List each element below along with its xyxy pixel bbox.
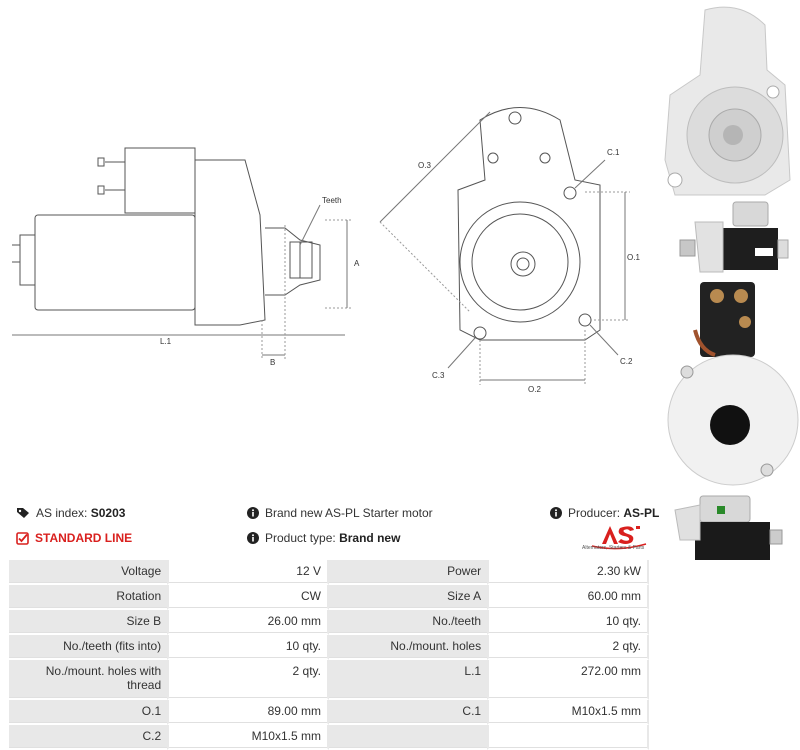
photo-angled-view bbox=[674, 495, 783, 560]
info-icon bbox=[550, 507, 562, 519]
drive-housing-outline bbox=[194, 159, 266, 326]
spec-value: M10x1.5 mm bbox=[167, 725, 329, 750]
spec-label: Voltage bbox=[9, 560, 168, 585]
spec-value: 10 qty. bbox=[487, 610, 649, 635]
spec-value: 12 V bbox=[167, 560, 329, 585]
spec-label: L.1 bbox=[328, 660, 488, 700]
dim-label-c3: C.3 bbox=[432, 371, 445, 380]
front-flange-outline bbox=[457, 107, 601, 341]
spec-value: 10 qty. bbox=[167, 635, 329, 660]
tags-icon bbox=[16, 507, 30, 519]
product-type-value: Brand new bbox=[339, 531, 401, 545]
spec-label: C.2 bbox=[9, 725, 168, 750]
logo-tagline: Alternators, Starters & Parts bbox=[582, 545, 645, 551]
info-icon bbox=[247, 507, 259, 519]
spec-label: No./teeth bbox=[328, 610, 488, 635]
producer-value: AS-PL bbox=[623, 506, 660, 520]
dim-label-o1: O.1 bbox=[627, 253, 640, 262]
checkbox-checked-icon bbox=[16, 531, 29, 545]
spec-label: O.1 bbox=[9, 700, 168, 725]
spec-value: 272.00 mm bbox=[487, 660, 649, 700]
dim-label-l1: L.1 bbox=[160, 337, 172, 346]
spec-label: No./mount. holes bbox=[328, 635, 488, 660]
dim-label-teeth: Teeth bbox=[322, 196, 342, 205]
table-row: No./teeth (fits into)10 qty.No./mount. h… bbox=[9, 635, 649, 660]
spec-value: M10x1.5 mm bbox=[487, 700, 649, 725]
product-type: Product type: Brand new bbox=[247, 531, 400, 545]
spec-label: Power bbox=[328, 560, 488, 585]
dim-label-c2: C.2 bbox=[620, 357, 633, 366]
info-icon bbox=[247, 532, 259, 544]
spec-label bbox=[328, 725, 488, 750]
spec-value bbox=[487, 725, 649, 750]
dim-label-c1: C.1 bbox=[607, 148, 620, 157]
as-index-label: AS index: bbox=[36, 506, 88, 520]
photo-rear-view bbox=[667, 282, 799, 486]
spec-value: 60.00 mm bbox=[487, 585, 649, 610]
spec-value: 2.30 kW bbox=[487, 560, 649, 585]
standard-line: STANDARD LINE bbox=[16, 531, 132, 545]
dim-label-a: A bbox=[354, 259, 360, 268]
producer-label: Producer: bbox=[568, 506, 621, 520]
spec-value: 2 qty. bbox=[487, 635, 649, 660]
spec-value: 89.00 mm bbox=[167, 700, 329, 725]
as-index-value: S0203 bbox=[90, 506, 126, 520]
spec-label: Size B bbox=[9, 610, 168, 635]
photo-front-view bbox=[664, 6, 791, 196]
dim-label-o2: O.2 bbox=[528, 385, 541, 394]
spec-label: C.1 bbox=[328, 700, 488, 725]
description: Brand new AS-PL Starter motor bbox=[247, 506, 433, 520]
motor-body-outline bbox=[34, 214, 196, 311]
photo-side-view bbox=[679, 201, 789, 273]
spec-value: CW bbox=[167, 585, 329, 610]
as-pl-logo bbox=[591, 526, 647, 550]
technical-drawing: Teeth A B L.1 O.3 C.1 O.1 C.2 C.3 O.2 bbox=[12, 107, 640, 394]
spec-label: Rotation bbox=[9, 585, 168, 610]
as-index: AS index: S0203 bbox=[16, 506, 125, 520]
standard-line-label: STANDARD LINE bbox=[35, 531, 133, 545]
solenoid-outline bbox=[124, 147, 196, 214]
producer: Producer: AS-PL bbox=[550, 506, 659, 520]
spec-label: No./mount. holes with thread bbox=[9, 660, 168, 700]
product-photos bbox=[664, 6, 799, 560]
spec-value: 2 qty. bbox=[167, 660, 329, 700]
spec-value: 26.00 mm bbox=[167, 610, 329, 635]
spec-label: Size A bbox=[328, 585, 488, 610]
description-text: Brand new AS-PL Starter motor bbox=[265, 506, 433, 520]
dim-label-o3: O.3 bbox=[418, 161, 431, 170]
spec-label: No./teeth (fits into) bbox=[9, 635, 168, 660]
product-type-label: Product type: bbox=[265, 531, 336, 545]
dim-label-b: B bbox=[270, 358, 275, 367]
